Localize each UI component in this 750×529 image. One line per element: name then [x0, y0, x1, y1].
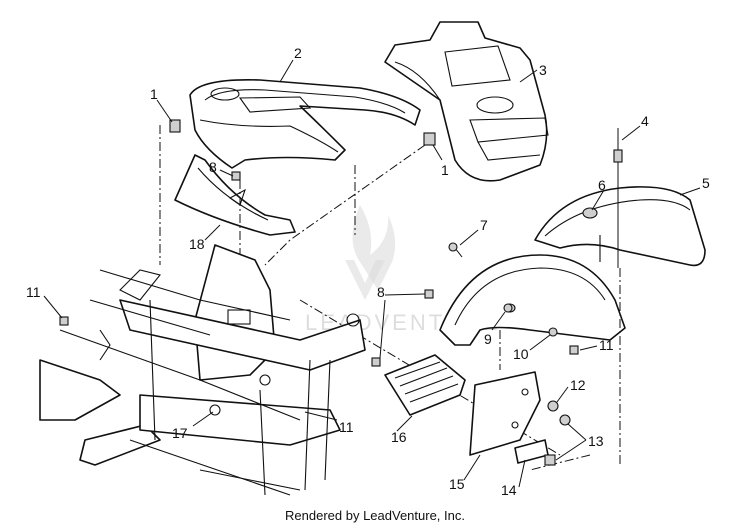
callout-5: 5: [702, 175, 710, 191]
part-nut-13: [559, 414, 571, 426]
callout-17: 17: [172, 425, 188, 441]
part-headlight-pod: [384, 21, 549, 182]
part-bolt-11-right: [569, 345, 579, 355]
callout-6: 6: [598, 177, 606, 193]
part-nut-12: [547, 400, 559, 412]
callout-16: 16: [391, 429, 407, 445]
callout-10: 10: [513, 346, 529, 362]
assembly-lines: [159, 125, 621, 471]
callout-15: 15: [449, 476, 465, 492]
part-washer-10: [548, 327, 558, 337]
part-bolt-8-bottom: [371, 357, 381, 367]
callout-11-left: 11: [26, 284, 41, 300]
part-nut-13b: [544, 454, 556, 466]
callout-11-mid: 11: [339, 419, 354, 435]
part-front-panel: [189, 78, 421, 169]
part-rear-fender: [534, 186, 706, 267]
callout-8-left: 8: [209, 159, 217, 175]
part-washer-9: [503, 303, 513, 313]
callout-4: 4: [641, 113, 649, 129]
callout-14: 14: [501, 482, 517, 498]
part-screw-7: [448, 242, 463, 258]
render-credit: Rendered by LeadVenture, Inc.: [285, 508, 465, 523]
callout-9: 9: [484, 331, 492, 347]
callout-18: 18: [189, 236, 205, 252]
callout-2: 2: [294, 45, 302, 61]
callout-8-right: 8: [377, 284, 385, 300]
part-footrest: [384, 354, 466, 416]
part-frame: [39, 244, 366, 496]
callout-1-right: 1: [441, 162, 449, 178]
callout-3: 3: [539, 62, 547, 78]
part-front-fender: [439, 254, 626, 346]
part-bolt-11-left: [59, 316, 69, 326]
part-bolt-8-top: [424, 289, 434, 299]
callout-1-left: 1: [150, 86, 158, 102]
leader-lines: [43, 59, 701, 488]
callout-11-right: 11: [599, 337, 614, 353]
part-plate-14: [514, 439, 549, 464]
part-bracket-15: [469, 371, 541, 456]
callout-13: 13: [588, 433, 604, 449]
part-clip-right: [423, 132, 436, 146]
part-bolt-8-left: [231, 171, 241, 181]
callout-numbers: 1 2 3 1 4 5 6 7 8 8 9 10 11 11 11 12 13 …: [26, 45, 710, 498]
part-clip-left: [169, 119, 181, 133]
part-lower-panel: [174, 154, 296, 236]
part-bolt-4: [613, 128, 623, 268]
callout-7: 7: [480, 217, 488, 233]
callout-12: 12: [570, 377, 586, 393]
